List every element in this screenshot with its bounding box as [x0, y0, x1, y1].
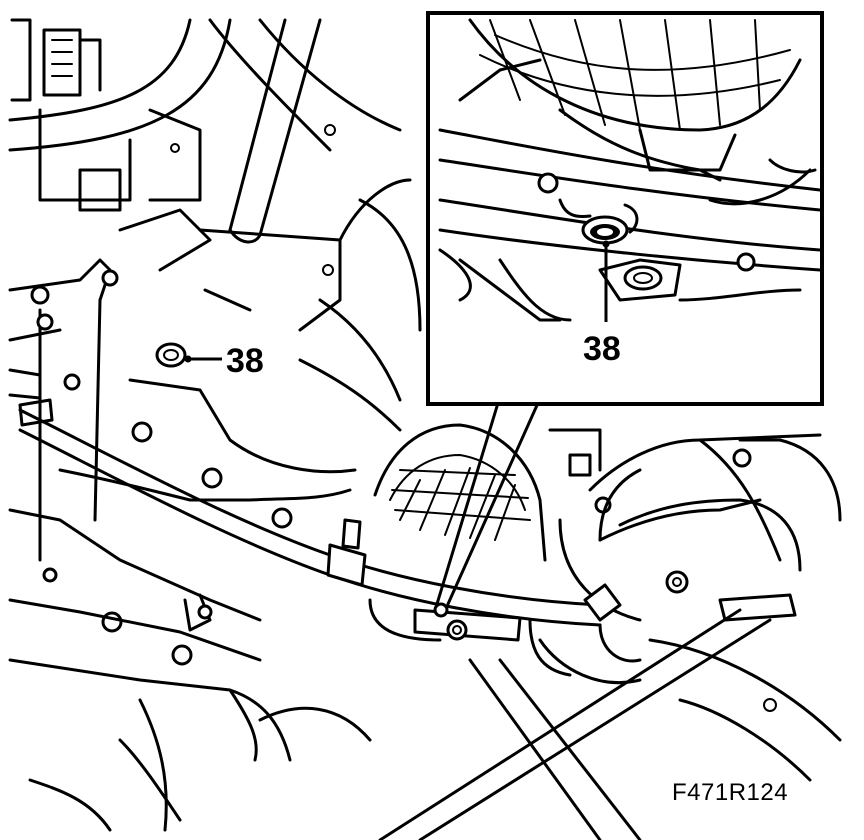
callout-label-38: 38: [226, 342, 264, 380]
detail-inset: 38: [426, 11, 824, 606]
inset-callout-label-38: 38: [583, 330, 621, 368]
inset-line-art: [438, 18, 820, 322]
main-callout-38: 38: [155, 342, 264, 380]
engine-bay-line-art: [8, 18, 842, 840]
figure-code: F471R124: [672, 779, 788, 806]
